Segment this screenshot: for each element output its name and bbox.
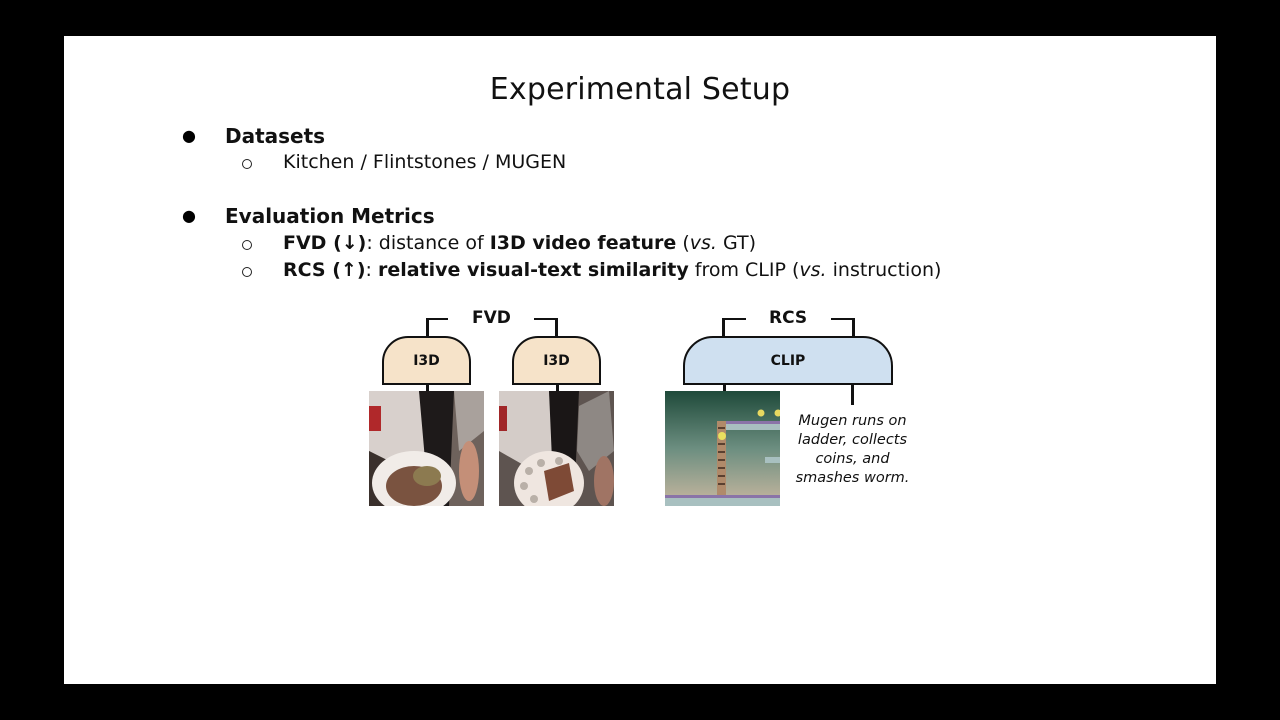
fvd-label: FVD	[472, 308, 511, 328]
connector-line	[852, 318, 855, 338]
metric-fvd-emph: I3D video feature	[489, 232, 677, 254]
metric-rcs-vs: vs.	[799, 259, 827, 281]
instruction-caption: Mugen runs on ladder, collects coins, an…	[780, 412, 925, 488]
connector-line	[426, 318, 429, 338]
connector-line	[426, 318, 448, 320]
sub-bullet-icon	[242, 240, 252, 250]
metric-fvd-text: : distance of	[366, 232, 490, 254]
clip-module: CLIP	[683, 336, 893, 385]
metric-rcs-tail: from CLIP (	[688, 259, 800, 281]
kitchen-ground-truth-frame	[499, 391, 614, 506]
i3d-module-right: I3D	[512, 336, 601, 385]
i3d-module-left: I3D	[382, 336, 471, 385]
metric-fvd-name: FVD (↓)	[283, 232, 367, 254]
connector-line	[722, 318, 725, 338]
metric-fvd-ref: GT)	[716, 232, 757, 254]
sub-bullet-icon	[242, 159, 252, 169]
connector-line	[831, 318, 855, 320]
section-heading-metrics: Evaluation Metrics	[225, 204, 435, 228]
metric-fvd: FVD (↓): distance of I3D video feature (…	[283, 232, 756, 254]
caption-line: coins, and	[815, 451, 890, 467]
connector-line	[722, 318, 746, 320]
connector-line	[534, 318, 558, 320]
metric-rcs-ref: instruction)	[826, 259, 942, 281]
slide-title: Experimental Setup	[489, 72, 791, 107]
bullet-icon: ●	[182, 206, 196, 225]
dataset-list: Kitchen / Flintstones / MUGEN	[283, 151, 567, 173]
metric-rcs-name: RCS (↑)	[283, 259, 366, 281]
metric-rcs-emph: relative visual-text similarity	[377, 259, 689, 281]
caption-line: ladder, collects	[797, 432, 908, 448]
connector-line	[723, 385, 726, 393]
slide: Experimental Setup ● Datasets Kitchen / …	[64, 36, 1216, 684]
caption-line: smashes worm.	[795, 470, 910, 486]
caption-line: Mugen runs on	[798, 413, 907, 429]
bullet-icon: ●	[182, 126, 196, 145]
metric-fvd-vs: vs.	[689, 232, 717, 254]
connector-line	[555, 318, 558, 338]
metric-rcs-text: :	[365, 259, 378, 281]
kitchen-generated-frame	[369, 391, 484, 506]
metric-fvd-tail: (	[676, 232, 690, 254]
mugen-game-frame	[665, 391, 780, 506]
rcs-label: RCS	[769, 308, 808, 328]
connector-line	[851, 385, 854, 405]
metric-rcs: RCS (↑): relative visual-text similarity…	[283, 259, 941, 281]
section-heading-datasets: Datasets	[225, 124, 326, 148]
connector-line	[426, 385, 429, 393]
sub-bullet-icon	[242, 267, 252, 277]
connector-line	[556, 385, 559, 393]
